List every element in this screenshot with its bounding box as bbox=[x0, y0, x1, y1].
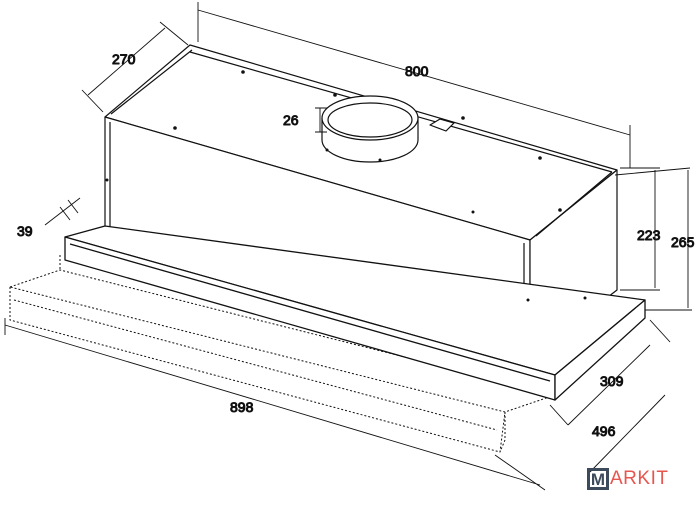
duct-outlet bbox=[321, 95, 455, 163]
logo-initial: M bbox=[587, 468, 609, 490]
dimension-lines bbox=[4, 2, 692, 491]
logo-text: ARKIT bbox=[610, 468, 669, 489]
dim-trim-depth: 39 bbox=[17, 223, 33, 239]
dim-depth: 270 bbox=[112, 51, 136, 67]
slide-out-trim bbox=[64, 225, 646, 401]
extended-panel-outline bbox=[9, 255, 556, 453]
dim-total-width: 898 bbox=[230, 399, 254, 415]
dim-extended-depth: 496 bbox=[592, 423, 616, 439]
dim-total-height: 265 bbox=[671, 234, 695, 250]
dim-length: 800 bbox=[405, 63, 429, 79]
markit-logo: M ARKIT bbox=[587, 468, 668, 490]
dim-slide-depth: 309 bbox=[600, 373, 624, 389]
dim-body-height: 223 bbox=[637, 227, 661, 243]
dim-duct-height: 26 bbox=[283, 112, 299, 128]
screw-holes bbox=[105, 70, 587, 302]
